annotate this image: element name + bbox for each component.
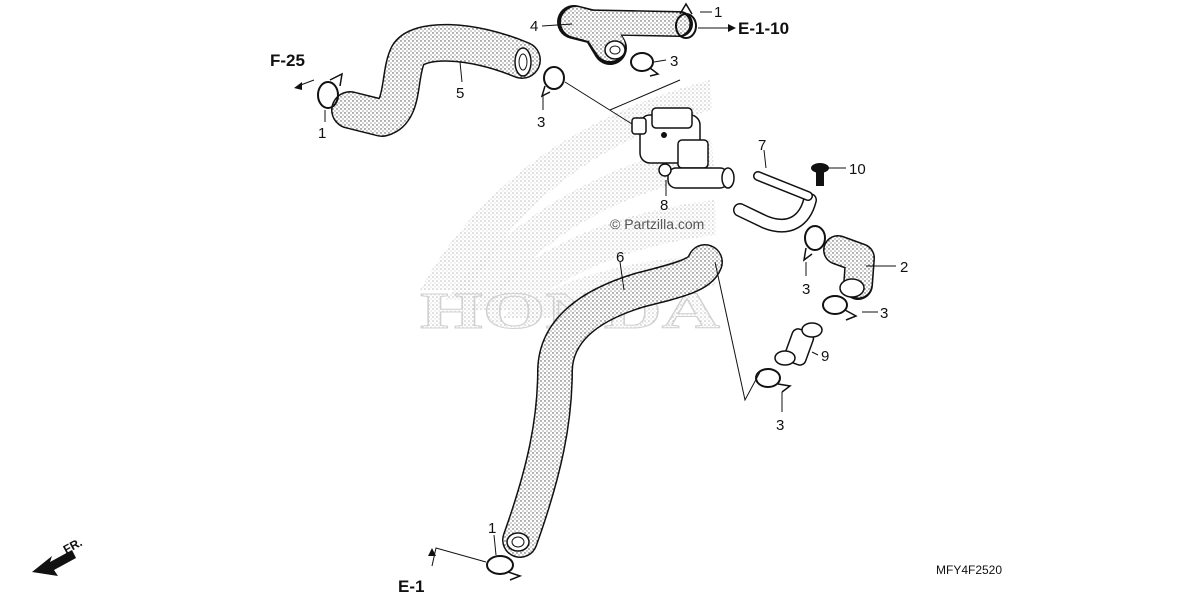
part-label-3-right-b: 3 xyxy=(880,305,888,322)
hose-clamp-part-3-upper-mid[interactable] xyxy=(540,66,565,98)
thermostat-housing-part-8[interactable] xyxy=(631,107,735,189)
hose-part-2[interactable] xyxy=(823,235,875,300)
part-label-7: 7 xyxy=(758,137,766,154)
leader-lines xyxy=(294,11,896,567)
hose-clamp-part-3-right-a[interactable] xyxy=(802,225,826,262)
partzilla-watermark: © Partzilla.com xyxy=(610,216,704,232)
part-label-1-bottom: 1 xyxy=(488,520,496,537)
part-label-10: 10 xyxy=(849,161,866,178)
part-label-8: 8 xyxy=(660,197,668,214)
part-label-3-upper-mid: 3 xyxy=(537,114,545,131)
part-label-5: 5 xyxy=(456,85,464,102)
part-label-3-upper-right: 3 xyxy=(670,53,678,70)
hose-clamp-part-1-left[interactable] xyxy=(317,72,343,109)
reference-e110[interactable]: E-1-10 xyxy=(738,19,789,38)
part-label-3-right-a: 3 xyxy=(802,281,810,298)
hose-clamp-part-3-right-b[interactable] xyxy=(822,295,858,321)
hose-part-5[interactable] xyxy=(331,23,541,137)
part-label-4: 4 xyxy=(530,18,538,35)
part-label-9: 9 xyxy=(821,348,829,365)
reference-e1[interactable]: E-1 xyxy=(398,577,424,596)
bleed-bolt-part-10[interactable] xyxy=(811,163,829,186)
part-label-2: 2 xyxy=(900,259,908,276)
diagram-code: MFY4F2520 xyxy=(936,563,1002,577)
hose-clamp-part-3-lower[interactable] xyxy=(755,368,792,393)
part-label-1-left: 1 xyxy=(318,125,326,142)
part-label-3-lower: 3 xyxy=(776,417,784,434)
hose-clamp-part-3-upper-right[interactable] xyxy=(630,52,660,77)
hose-clamp-part-1-top[interactable] xyxy=(675,2,697,39)
joint-part-9[interactable] xyxy=(774,322,823,367)
hose-part-4[interactable] xyxy=(557,5,693,65)
front-direction-label: FR. xyxy=(61,535,85,556)
reference-f25[interactable]: F-25 xyxy=(270,51,305,70)
pipe-part-7[interactable] xyxy=(733,171,817,233)
part-label-1-top: 1 xyxy=(714,4,722,21)
part-label-6: 6 xyxy=(616,249,624,266)
hose-part-6[interactable] xyxy=(502,244,723,558)
front-direction-arrow: FR. xyxy=(32,535,84,576)
hose-clamp-part-1-bottom[interactable] xyxy=(486,555,523,581)
